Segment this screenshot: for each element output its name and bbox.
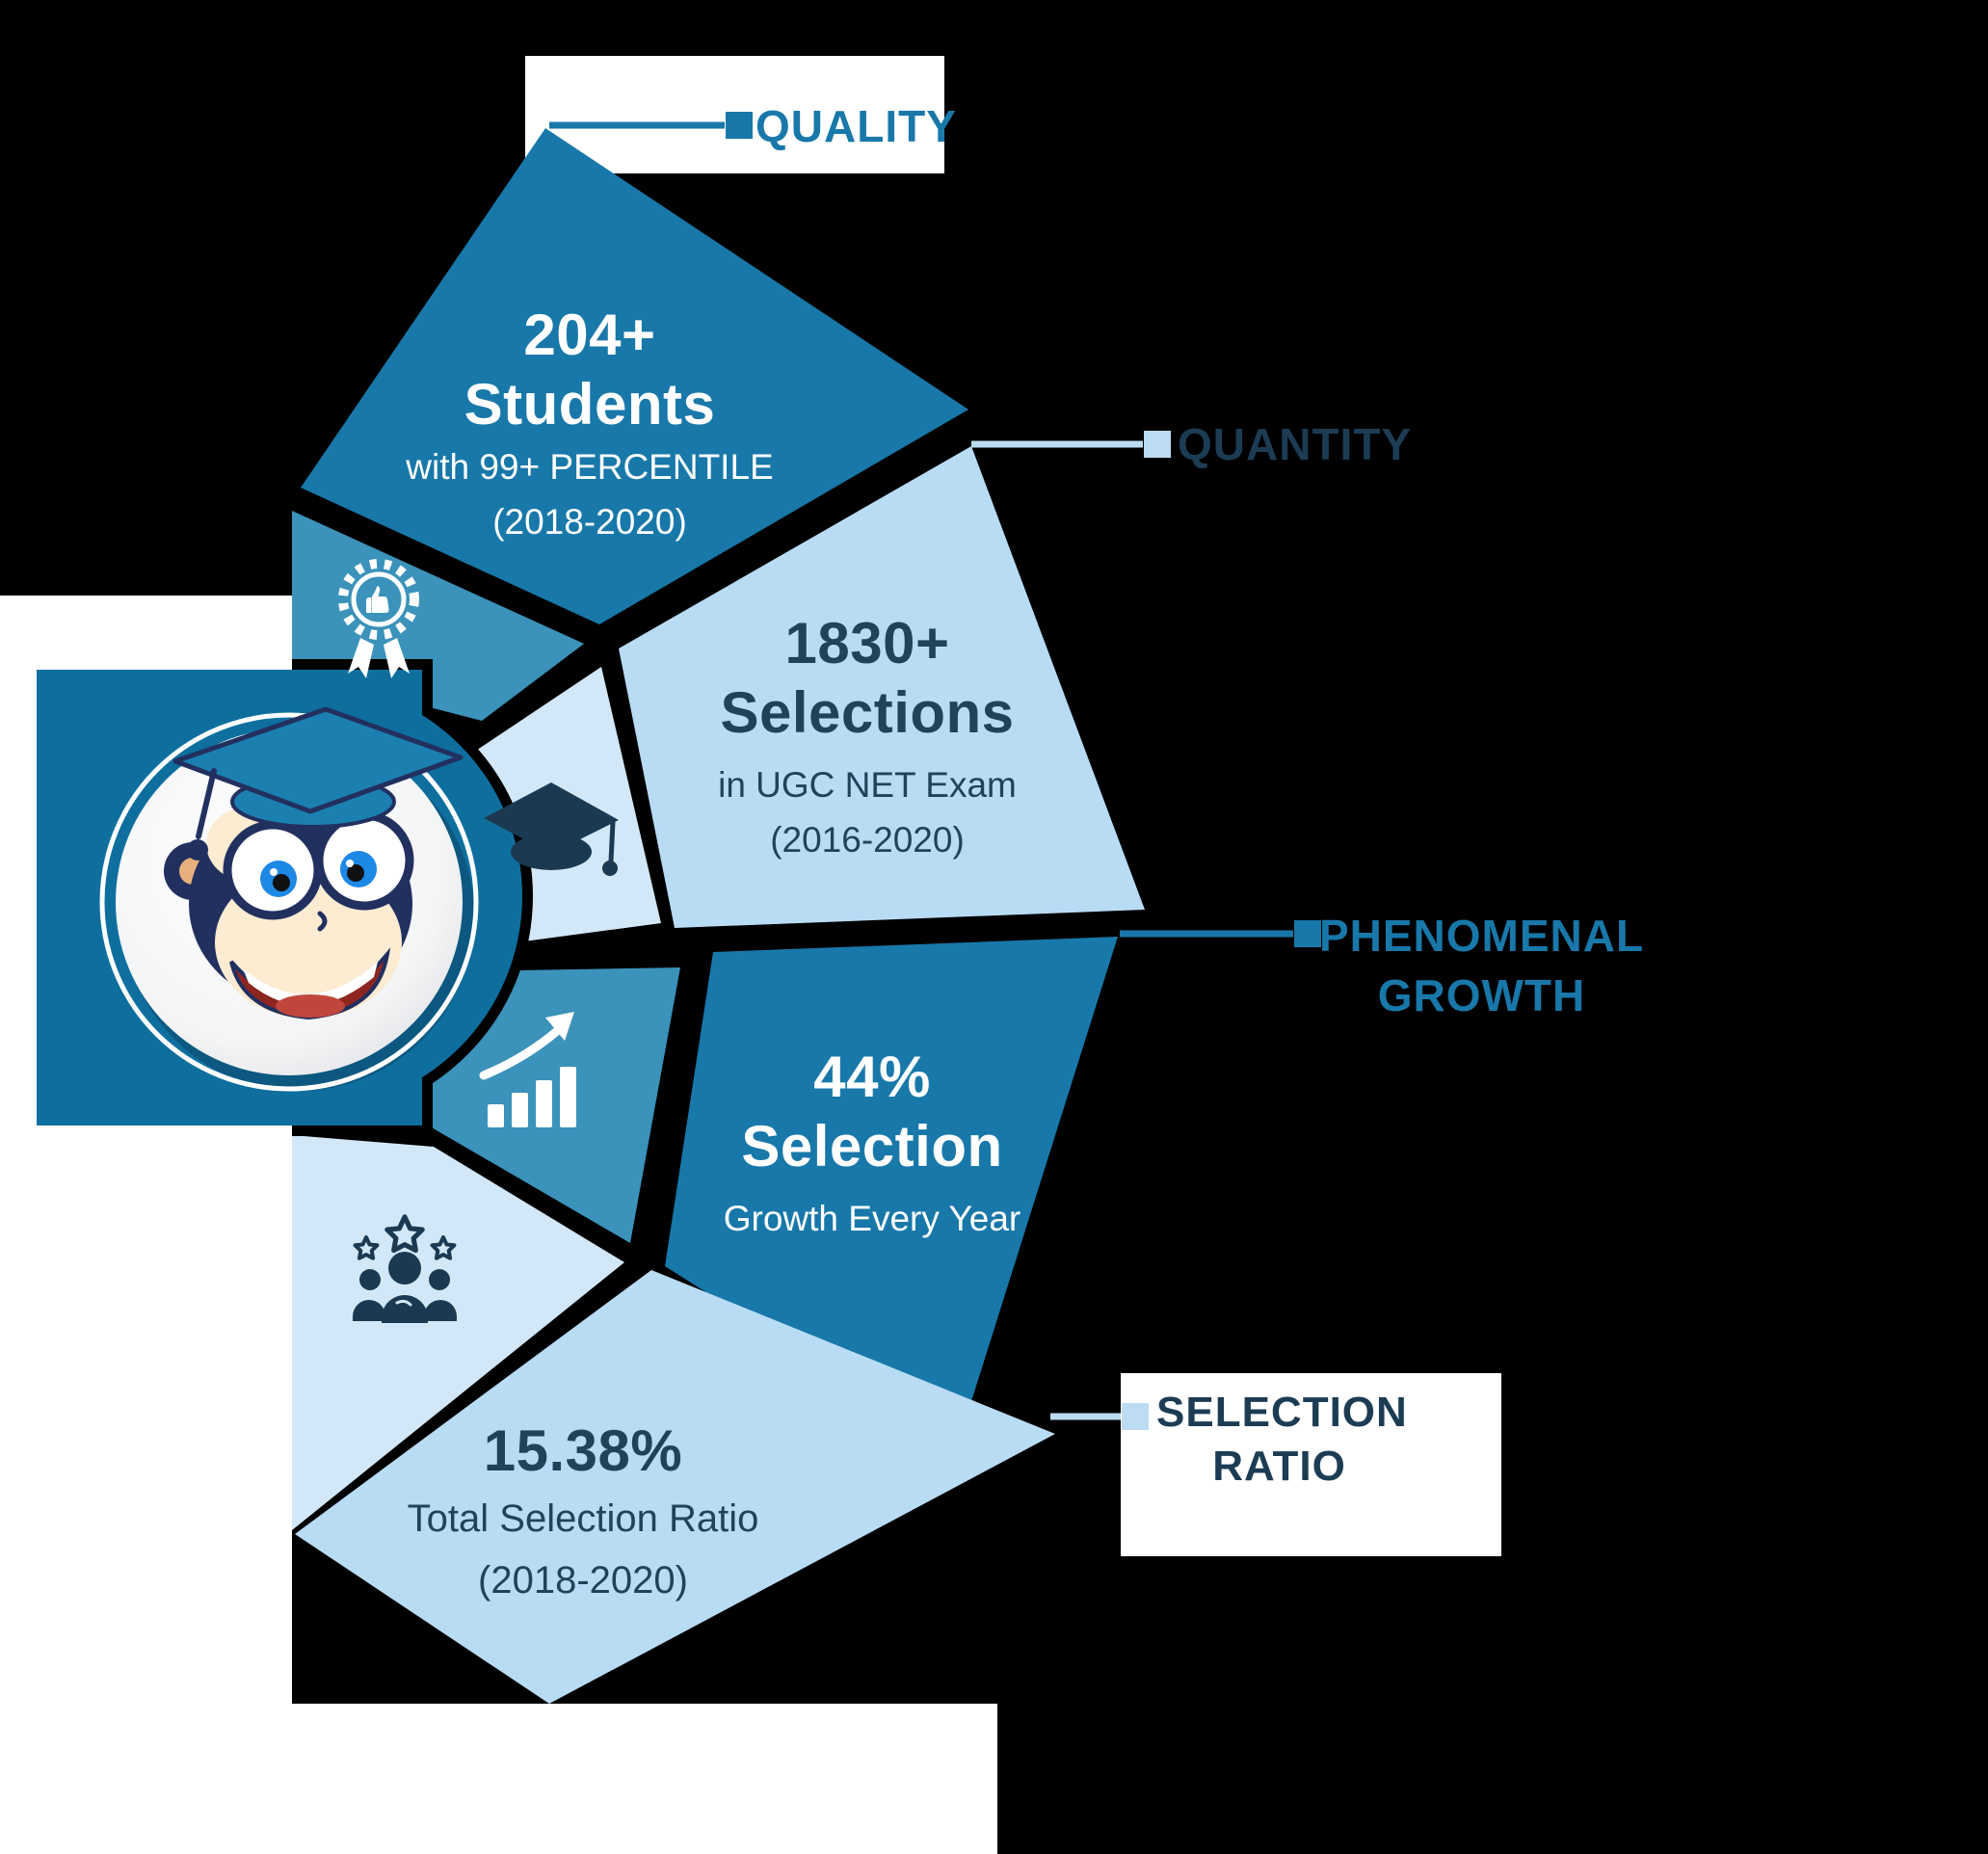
petal-quality [301,128,968,624]
quantity-stat-unit: Selections [720,680,1015,745]
selection-ratio-label: SELECTION RATIO [1156,1386,1408,1494]
quantity-stat-block: 1830+ Selections in UGC NET Exam (2016-2… [655,609,1079,867]
quality-label: QUALITY [755,101,957,151]
growth-connector-square [1294,920,1321,947]
quantity-stat-sub1: in UGC NET Exam [718,765,1017,805]
growth-label-line1: PHENOMENAL [1318,911,1645,961]
petal-quantity [619,446,1145,928]
band-selection-ratio [292,1135,624,1530]
medallion-ring [99,712,479,1092]
selection-ratio-connector [1050,1403,1149,1430]
growth-label-line2: GROWTH [1377,970,1586,1020]
growth-chart-icon [479,1012,576,1127]
growth-label: PHENOMENAL GROWTH [1311,906,1653,1025]
quality-connector-square [726,112,753,139]
quantity-stat-value: 1830+ [784,611,950,675]
award-ribbon-thumbs-up-icon [338,559,419,678]
panel-top-cleanup [0,596,292,670]
graduation-cap-icon [484,782,619,876]
bottom-white-strip [0,1704,997,1854]
growth-stat-value: 44% [813,1045,931,1109]
quality-stat-unit: Students [464,372,716,437]
selection-ratio-connector-square [1122,1403,1149,1430]
selection-ratio-stat-sub1: Total Selection Ratio [407,1497,759,1540]
selection-ratio-label-line2: RATIO [1212,1443,1346,1490]
selection-ratio-label-line1: SELECTION [1156,1389,1408,1436]
panel-left-cleanup [0,596,37,1854]
quality-stat-value: 204+ [523,303,656,367]
growth-stat-sub1: Growth Every Year [723,1199,1021,1238]
quantity-connector [971,431,1171,458]
quality-stat-sub2: (2018-2020) [492,502,687,542]
petal-selection-ratio [295,1270,1055,1704]
mascot-medallion [99,706,479,1092]
monkey-graduation-cap-mascot-icon [164,706,464,1020]
selection-ratio-stat-block: 15.38% Total Selection Ratio (2018-2020) [371,1415,795,1611]
quantity-stat-sub2: (2016-2020) [770,820,965,860]
quantity-connector-square [1144,431,1171,458]
quantity-label: QUANTITY [1178,419,1413,469]
growth-stat-unit: Selection [741,1114,1003,1179]
growth-stat-block: 44% Selection Growth Every Year [660,1043,1084,1246]
quality-stat-sub1: with 99+ PERCENTILE [406,447,774,487]
quality-connector [549,112,753,139]
selection-ratio-stat-sub2: (2018-2020) [478,1559,688,1602]
selection-label-backing [1121,1373,1501,1556]
panel-bottom-cleanup [0,1126,292,1147]
quality-stat-block: 204+ Students with 99+ PERCENTILE (2018-… [378,301,802,549]
people-with-stars-icon [353,1214,457,1323]
growth-connector [1120,920,1321,947]
selection-ratio-stat-value: 15.38% [483,1418,683,1483]
